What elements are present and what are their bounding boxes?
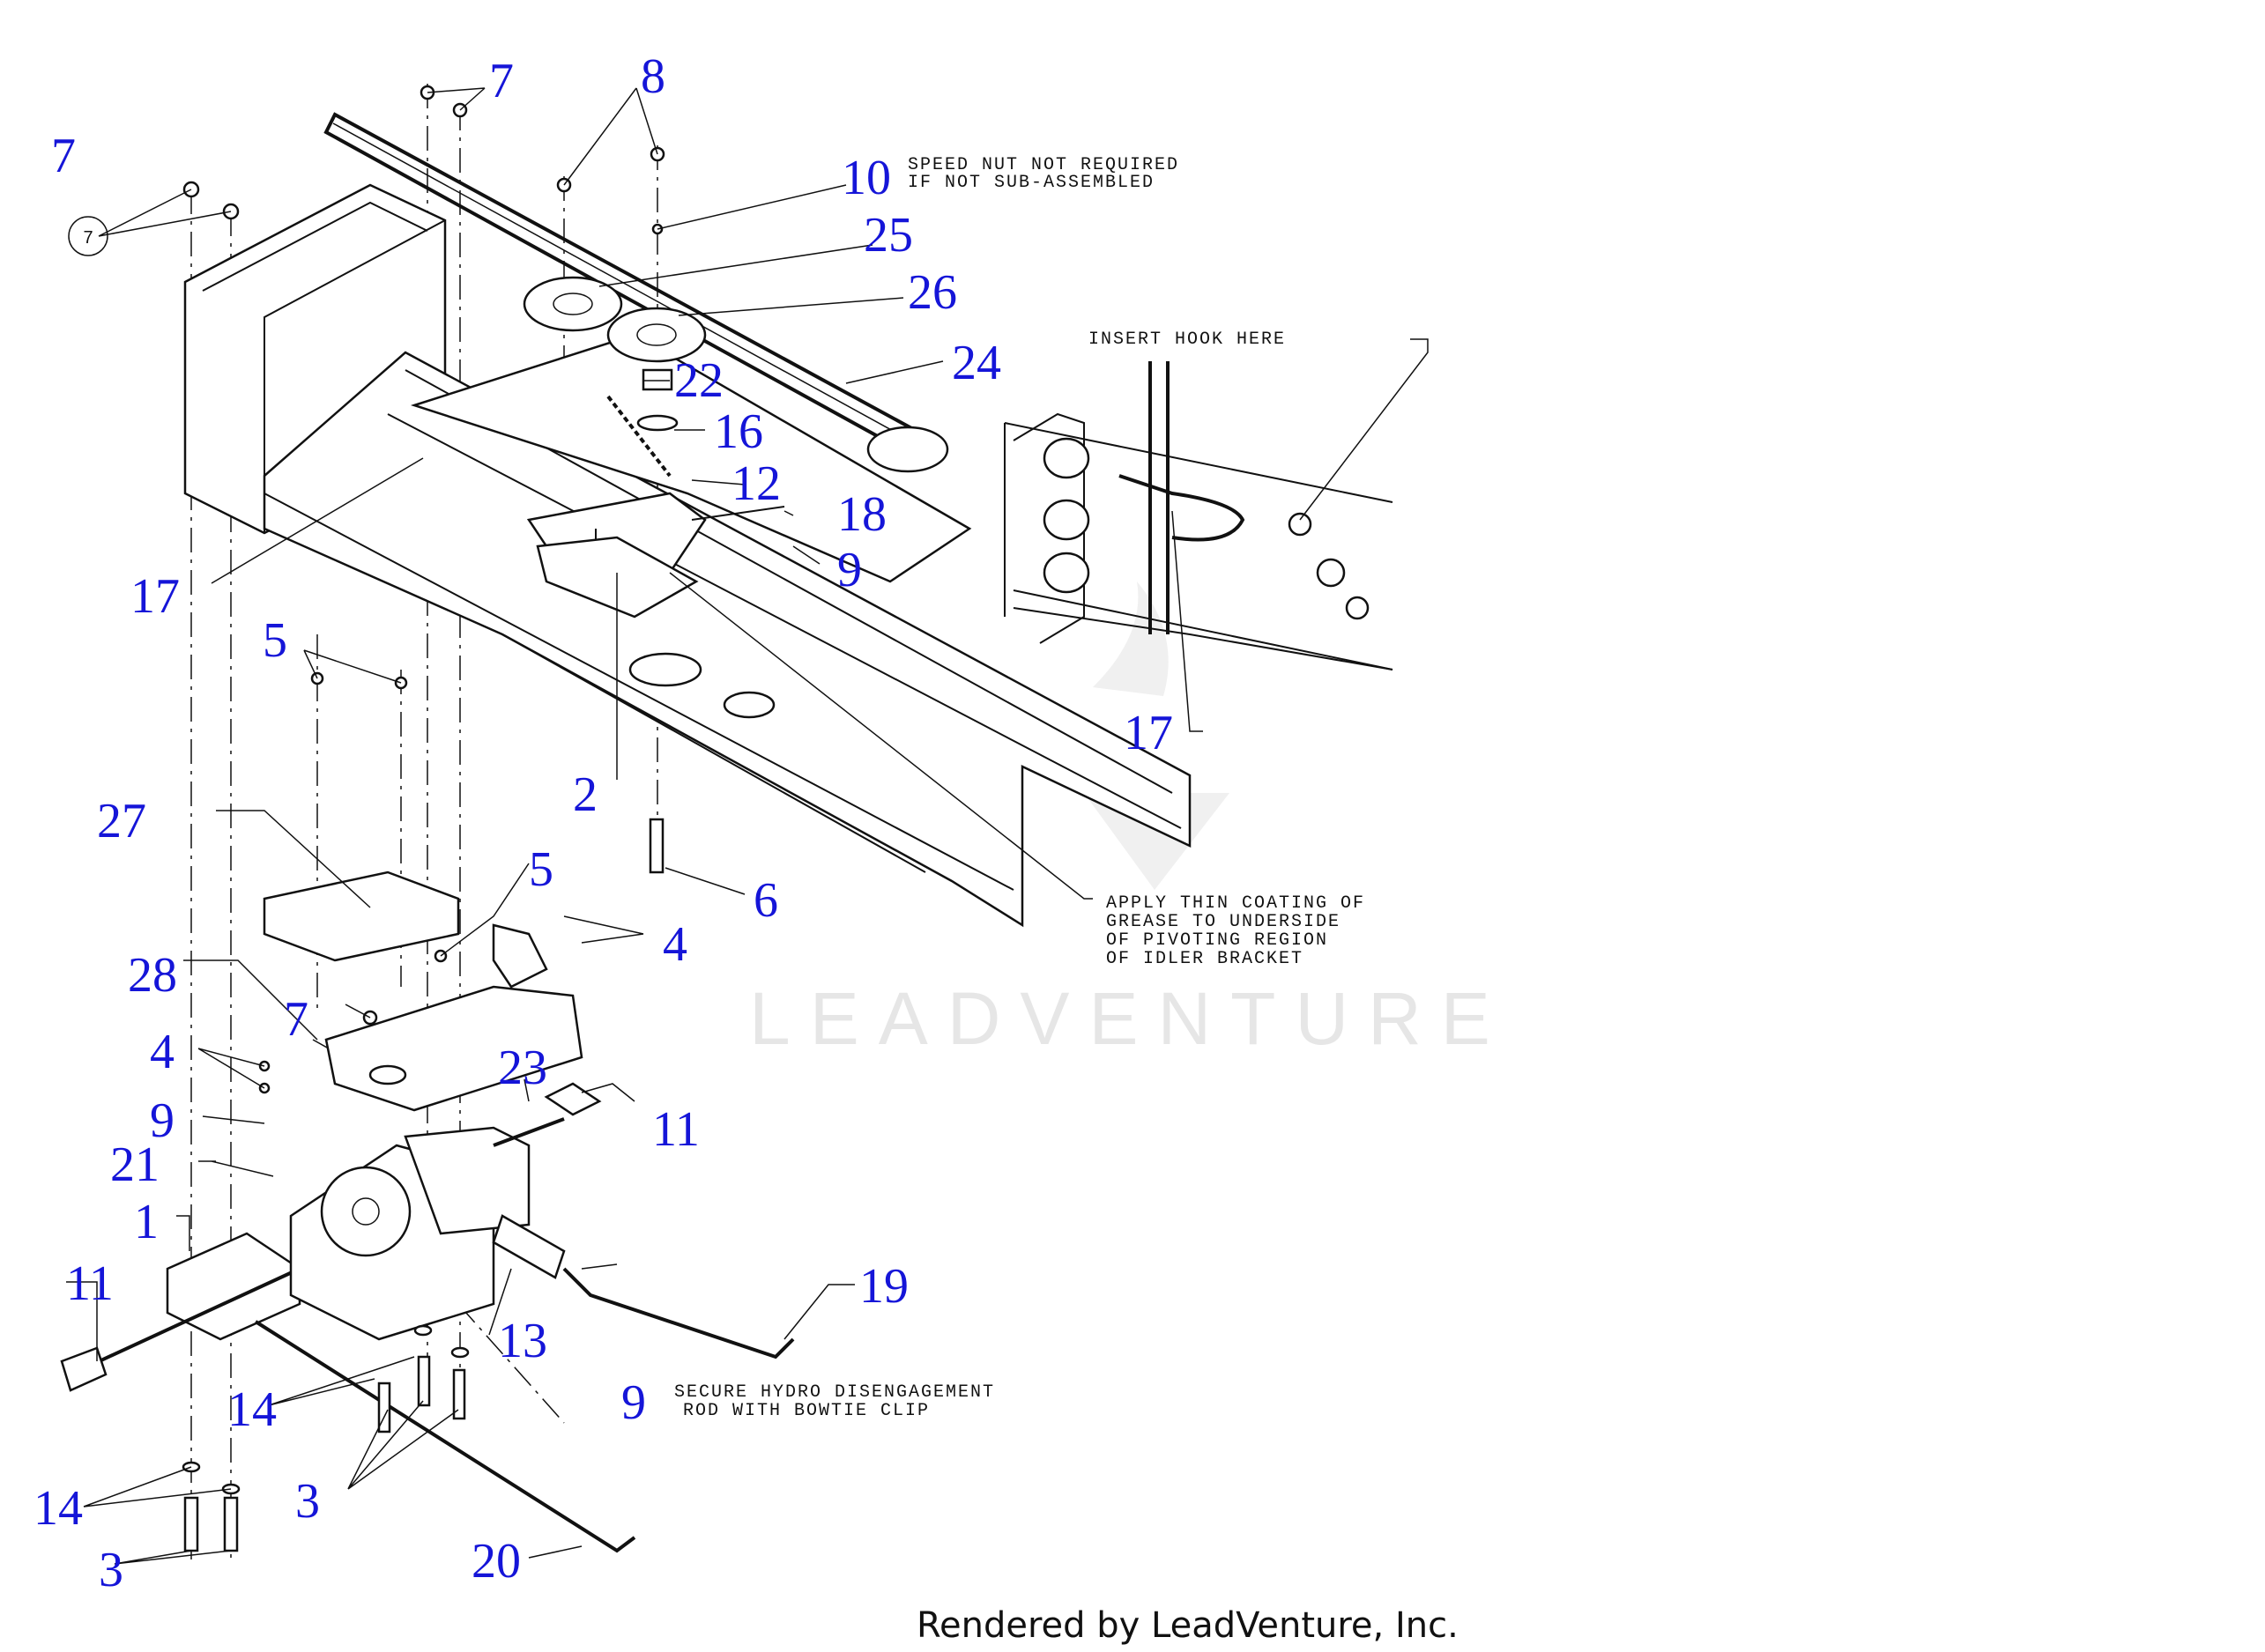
callout-16: 16 bbox=[714, 404, 763, 459]
callout-18: 18 bbox=[837, 487, 887, 542]
callout-20: 20 bbox=[472, 1534, 521, 1589]
callout-11-left: 11 bbox=[66, 1256, 114, 1311]
callout-13: 13 bbox=[498, 1314, 547, 1368]
note-grease-line2: GREASE TO UNDERSIDE bbox=[1106, 912, 1340, 932]
callout-19: 19 bbox=[859, 1259, 909, 1314]
drive-pulley bbox=[866, 426, 949, 473]
footer-credit: Rendered by LeadVenture, Inc. bbox=[917, 1605, 1459, 1646]
callout-9-upper: 9 bbox=[837, 543, 862, 597]
detail-inset bbox=[1004, 361, 1393, 670]
frame-assembly bbox=[183, 183, 1192, 928]
note-speed-nut-line2: IF NOT SUB-ASSEMBLED bbox=[908, 173, 1155, 193]
callout-12: 12 bbox=[731, 456, 781, 511]
callout-21: 21 bbox=[110, 1137, 160, 1192]
callout-9-left: 9 bbox=[150, 1093, 175, 1148]
note-speed-nut-line1: SPEED NUT NOT REQUIRED bbox=[908, 155, 1179, 175]
callout-14-lower: 14 bbox=[33, 1481, 83, 1536]
bracket-27 bbox=[263, 870, 460, 962]
callout-3-middle: 3 bbox=[295, 1474, 320, 1529]
callout-6: 6 bbox=[754, 873, 778, 928]
callout-28: 28 bbox=[128, 948, 177, 1003]
note-insert-hook: INSERT HOOK HERE bbox=[1088, 330, 1286, 350]
callout-23: 23 bbox=[498, 1041, 547, 1095]
callout-8: 8 bbox=[641, 49, 665, 104]
callout-5-lower: 5 bbox=[529, 842, 553, 897]
callout-4-left: 4 bbox=[150, 1025, 175, 1079]
note-grease-line1: APPLY THIN COATING OF bbox=[1106, 893, 1365, 914]
callout-5-upper: 5 bbox=[263, 613, 287, 668]
callout-27: 27 bbox=[97, 794, 146, 848]
note-grease-line3: OF PIVOTING REGION bbox=[1106, 930, 1328, 951]
callout-1: 1 bbox=[134, 1195, 159, 1249]
callout-26: 26 bbox=[908, 265, 957, 320]
reference-circle bbox=[68, 216, 108, 256]
callout-17-main: 17 bbox=[130, 569, 180, 624]
callout-4-right: 4 bbox=[663, 917, 687, 972]
leader-lines bbox=[66, 87, 1429, 1565]
watermark-text: LEADVENTURE bbox=[749, 977, 1510, 1060]
watermark: LEADVENTURE bbox=[749, 582, 1510, 1060]
callout-7-left: 7 bbox=[51, 129, 76, 183]
callout-7-lower: 7 bbox=[284, 992, 308, 1047]
callout-10: 10 bbox=[842, 151, 891, 205]
callout-25: 25 bbox=[864, 208, 913, 263]
cooling-fan bbox=[320, 1166, 412, 1257]
note-hydro-line2: ROD WITH BOWTIE CLIP bbox=[683, 1401, 930, 1421]
callout-14-middle: 14 bbox=[227, 1382, 277, 1437]
brackets bbox=[263, 870, 583, 1112]
callout-7-top: 7 bbox=[489, 54, 514, 108]
callout-17-detail: 17 bbox=[1124, 706, 1173, 760]
callout-9-lower: 9 bbox=[621, 1375, 646, 1430]
transmission-assembly bbox=[60, 1082, 795, 1553]
callout-11-right: 11 bbox=[652, 1102, 700, 1157]
callout-2: 2 bbox=[573, 767, 598, 822]
idler-pulley-25 bbox=[523, 276, 623, 332]
notes: SPEED NUT NOT REQUIRED IF NOT SUB-ASSEMB… bbox=[674, 155, 1365, 1421]
callout-22: 22 bbox=[674, 353, 724, 408]
reference-circle-label: 7 bbox=[83, 228, 93, 248]
callout-3-lower: 3 bbox=[99, 1543, 123, 1597]
note-hydro-line1: SECURE HYDRO DISENGAGEMENT bbox=[674, 1382, 995, 1403]
idler-pulley-26 bbox=[606, 307, 707, 363]
callout-numbers: 7 7 8 10 25 26 24 22 16 12 18 9 17 5 2 2… bbox=[33, 49, 1173, 1597]
callout-24: 24 bbox=[952, 336, 1001, 390]
hardware bbox=[182, 85, 665, 1552]
note-grease-line4: OF IDLER BRACKET bbox=[1106, 949, 1303, 969]
